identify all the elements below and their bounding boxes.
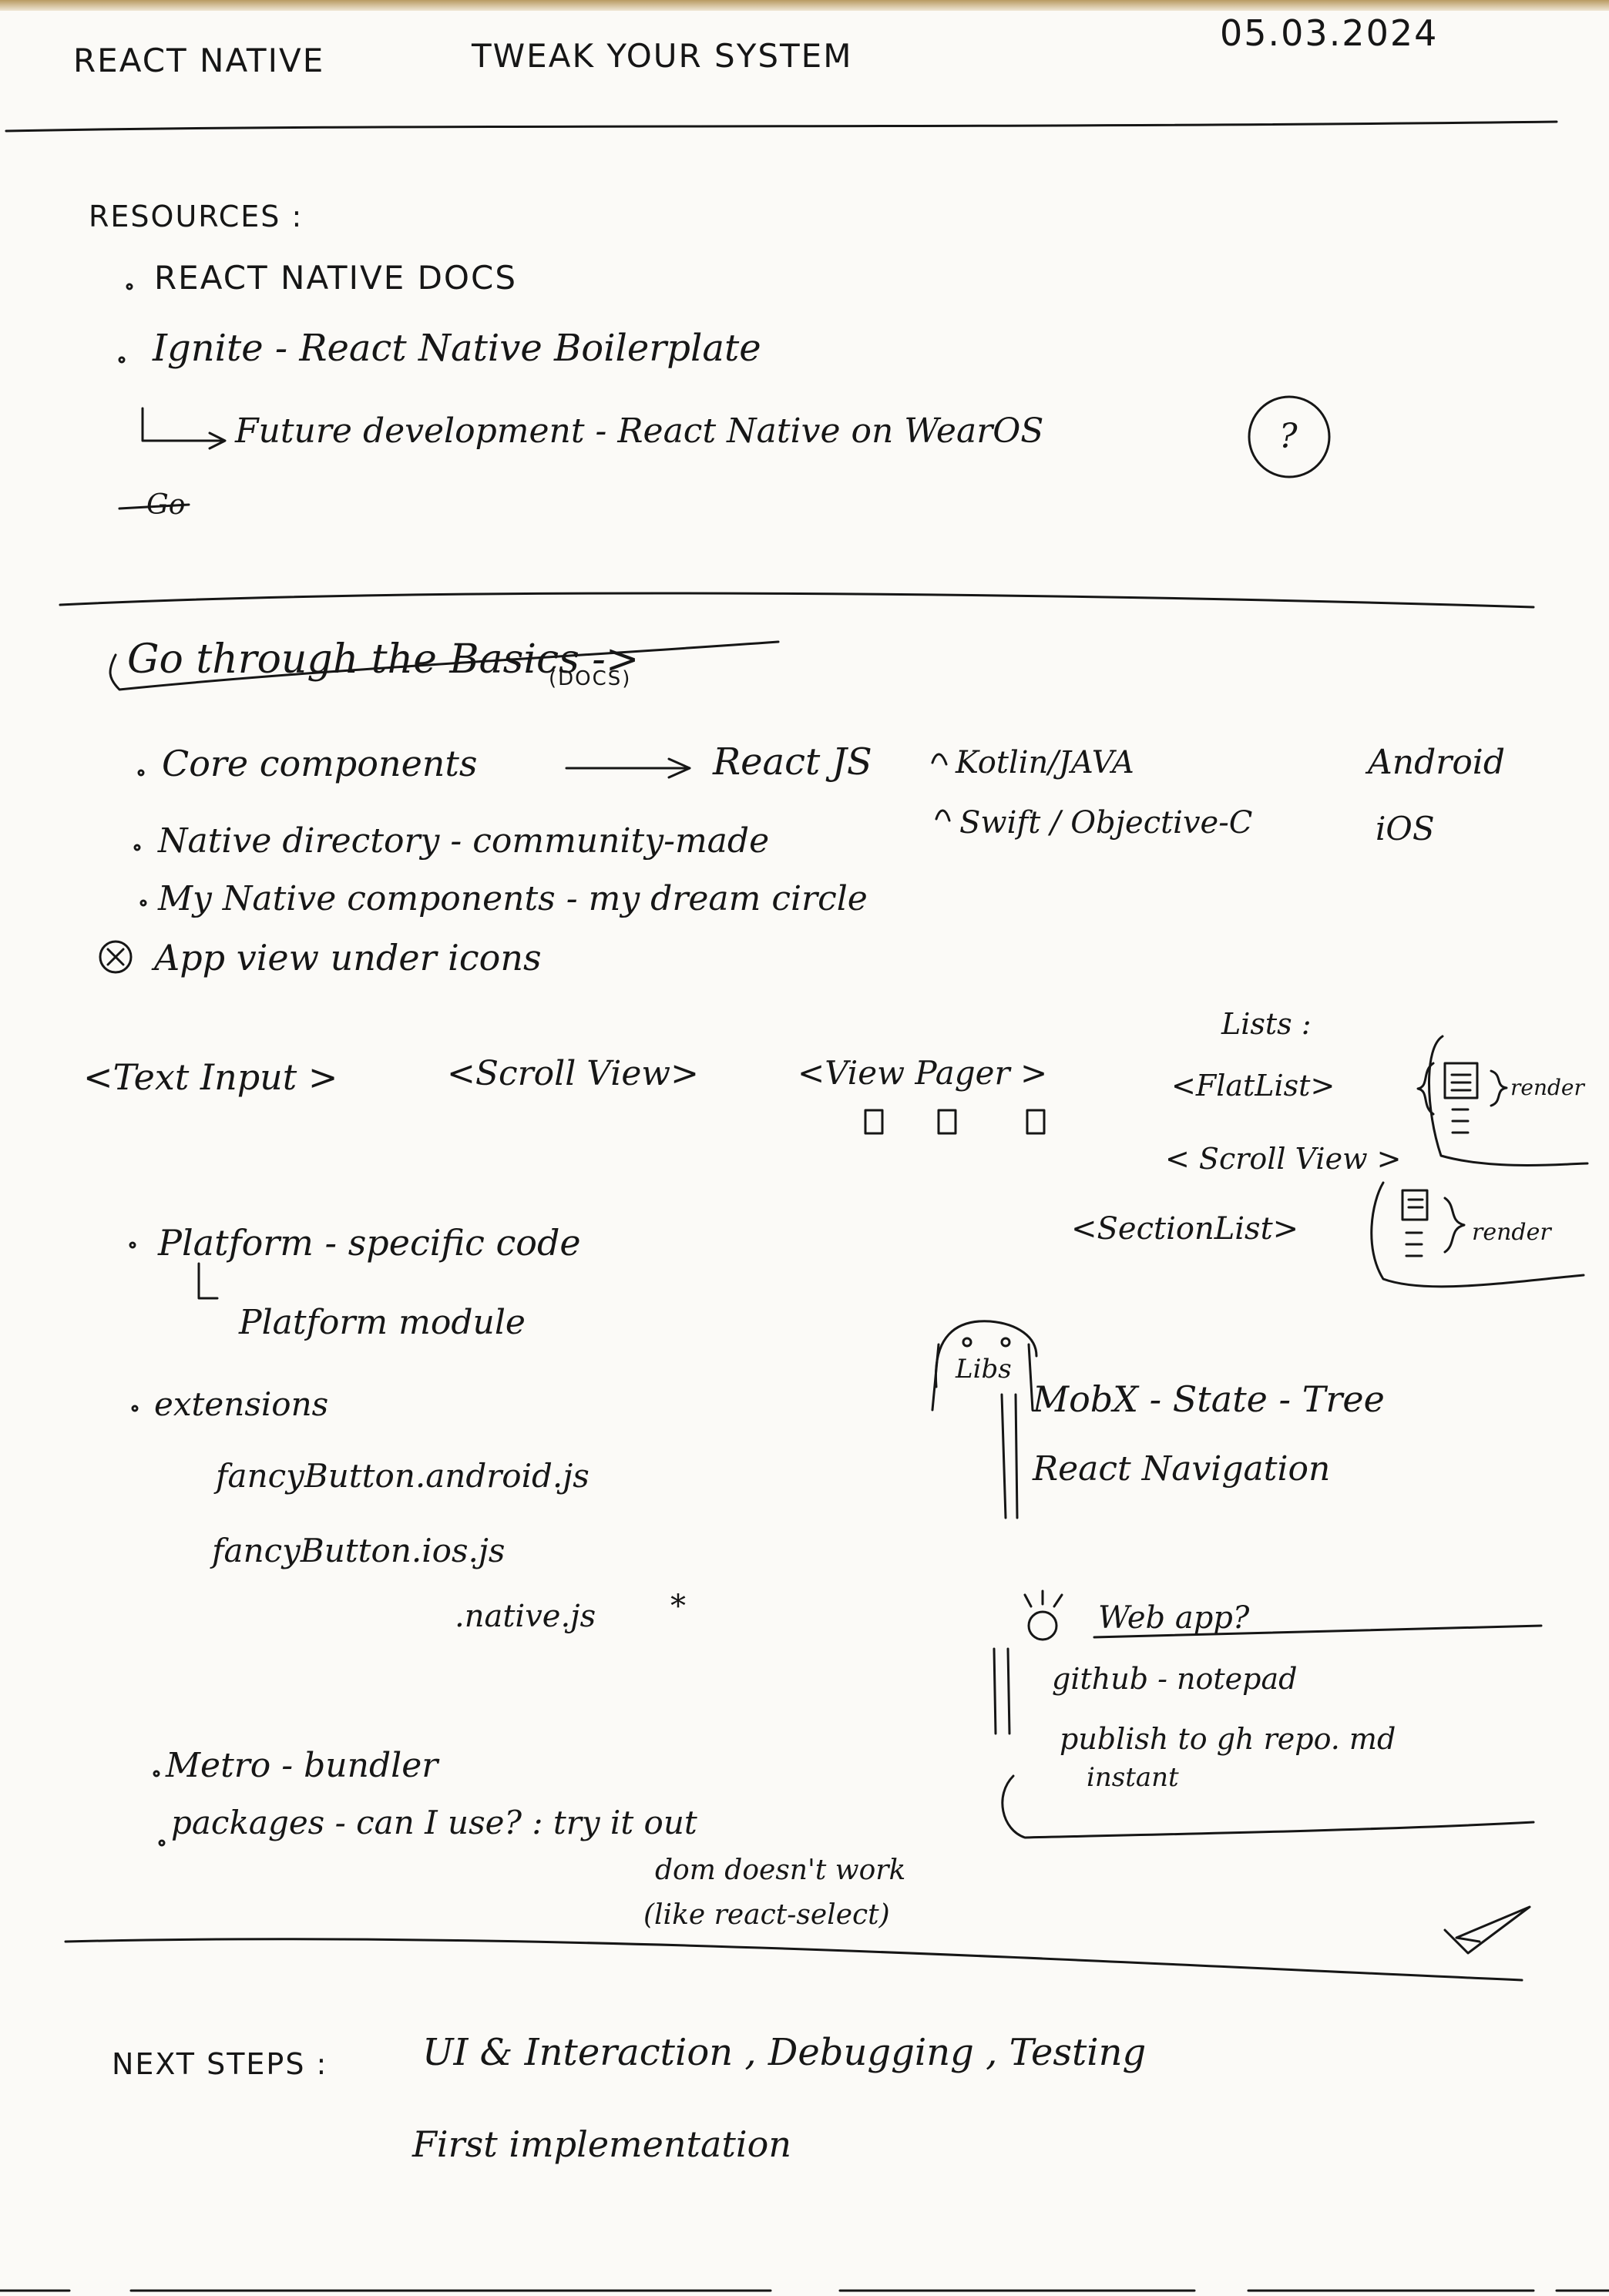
libs-eye (1000, 1337, 1011, 1348)
list-brace (1490, 1069, 1508, 1107)
kotlin-java-label: Kotlin/JAVA (956, 745, 1134, 780)
header-divider (5, 120, 1558, 133)
webapp-label: Web app? (1098, 1600, 1250, 1636)
ios-label: iOS (1376, 810, 1435, 848)
tilde-arrow (935, 809, 951, 822)
section-brace (1443, 1197, 1466, 1254)
flatlist-brace (1416, 1062, 1435, 1116)
resources-heading: RESOURCES : (89, 200, 304, 233)
flatlist-component: <FlatList> (1171, 1069, 1335, 1103)
bullet (133, 844, 141, 851)
metro-bundler-bullet: Metro - bundler (166, 1746, 438, 1785)
bullet (126, 283, 133, 290)
resource-item-docs: REACT NATIVE DOCS (154, 259, 517, 297)
bullet (131, 1405, 139, 1412)
swift-objc-label: Swift / Objective-C (959, 805, 1253, 841)
lightbulb-rays (1023, 1589, 1063, 1608)
next-steps-first-implementation: First implementation (412, 2123, 791, 2165)
list-item-icon (1443, 1062, 1479, 1099)
top-edge-strip (0, 0, 1609, 11)
next-steps-label: NEXT STEPS : (112, 2047, 328, 2081)
circled-x-icon-cross (106, 948, 125, 966)
bullet (139, 899, 147, 907)
libs-label: Libs (956, 1354, 1012, 1385)
lists-heading: Lists : (1221, 1007, 1312, 1041)
bullet (129, 1241, 136, 1249)
sub-item-hook (197, 1262, 219, 1300)
tilde-arrow (931, 753, 948, 766)
extensions-bullet: extensions (154, 1385, 329, 1423)
list-scrollview-component: < Scroll View > (1165, 1142, 1402, 1176)
file-native: .native.js (455, 1599, 596, 1634)
webapp-bar (993, 1647, 1011, 1735)
arrow-return-icon (141, 407, 227, 450)
basics-docs-note: (DOCS) (549, 667, 632, 690)
bullet (118, 356, 126, 364)
resource-item-go: Go (146, 489, 186, 521)
header-subject: REACT NATIVE (73, 42, 325, 79)
page-box (937, 1109, 957, 1135)
section-lines (1405, 1198, 1424, 1257)
circled-x-icon (99, 940, 133, 974)
header-date: 05.03.2024 (1220, 12, 1439, 54)
my-native-components-bullet: My Native components - my dream circle (158, 879, 868, 918)
basics-heading: Go through the Basics -> (127, 636, 640, 683)
sectionlist-render-label: render (1472, 1219, 1551, 1246)
webapp-publish: publish to gh repo. md (1060, 1722, 1396, 1756)
webapp-instant: instant (1087, 1762, 1179, 1793)
bullet (153, 1770, 160, 1777)
list-sketch-bracket (1428, 1035, 1589, 1166)
packages-bullet: packages - can I use? : try it out (171, 1804, 697, 1841)
next-steps-items: UI & Interaction , Debugging , Testing (422, 2031, 1147, 2074)
section-item-icon (1401, 1189, 1429, 1221)
asterisk-mark: * (670, 1589, 686, 1624)
native-directory-bullet: Native directory - community-made (158, 821, 770, 861)
page-box (864, 1109, 884, 1135)
android-label: Android (1368, 743, 1506, 782)
resource-item-ignite: Ignite - React Native Boilerplate (153, 327, 761, 370)
platform-module-sub: Platform module (239, 1303, 526, 1342)
header-title: TWEAK YOUR SYSTEM (472, 37, 853, 75)
core-components-bullet: Core components (162, 743, 478, 784)
packages-note-dom: dom doesn't work (655, 1855, 906, 1886)
lightbulb-icon (1027, 1610, 1058, 1641)
sectionlist-component: <SectionList> (1071, 1211, 1299, 1247)
text-input-component: <Text Input > (83, 1056, 338, 1098)
page-box (1026, 1109, 1046, 1135)
bullet (158, 1839, 166, 1847)
app-view-bullet: App view under icons (154, 937, 542, 978)
platform-specific-bullet: Platform - specific code (158, 1222, 581, 1264)
resource-question-mark: ? (1279, 417, 1298, 456)
section-divider-1 (59, 592, 1535, 609)
libs-bar (1000, 1393, 1019, 1519)
file-ios: fancyButton.ios.js (212, 1532, 506, 1569)
webapp-github-notepad: github - notepad (1052, 1662, 1298, 1696)
bullet (137, 769, 145, 777)
checkmark-icon (1443, 1905, 1531, 1955)
list-lines (1450, 1073, 1472, 1134)
arrow-right-icon (565, 757, 691, 779)
webapp-bracket (1001, 1774, 1535, 1839)
flatlist-render-label: render (1510, 1075, 1584, 1100)
react-js-label: React JS (713, 740, 872, 784)
scroll-view-component: <Scroll View> (447, 1054, 699, 1093)
file-android: fancyButton.android.js (216, 1457, 590, 1495)
libs-item-mobx: MobX - State - Tree (1033, 1378, 1385, 1420)
section-divider-2 (64, 1938, 1523, 1982)
libs-eye (962, 1337, 972, 1348)
packages-note-react-select: (like react-select) (643, 1899, 890, 1931)
resource-item-future: Future development - React Native on Wea… (235, 411, 1044, 451)
view-pager-component: <View Pager > (798, 1054, 1048, 1092)
libs-item-navigation: React Navigation (1033, 1449, 1331, 1489)
